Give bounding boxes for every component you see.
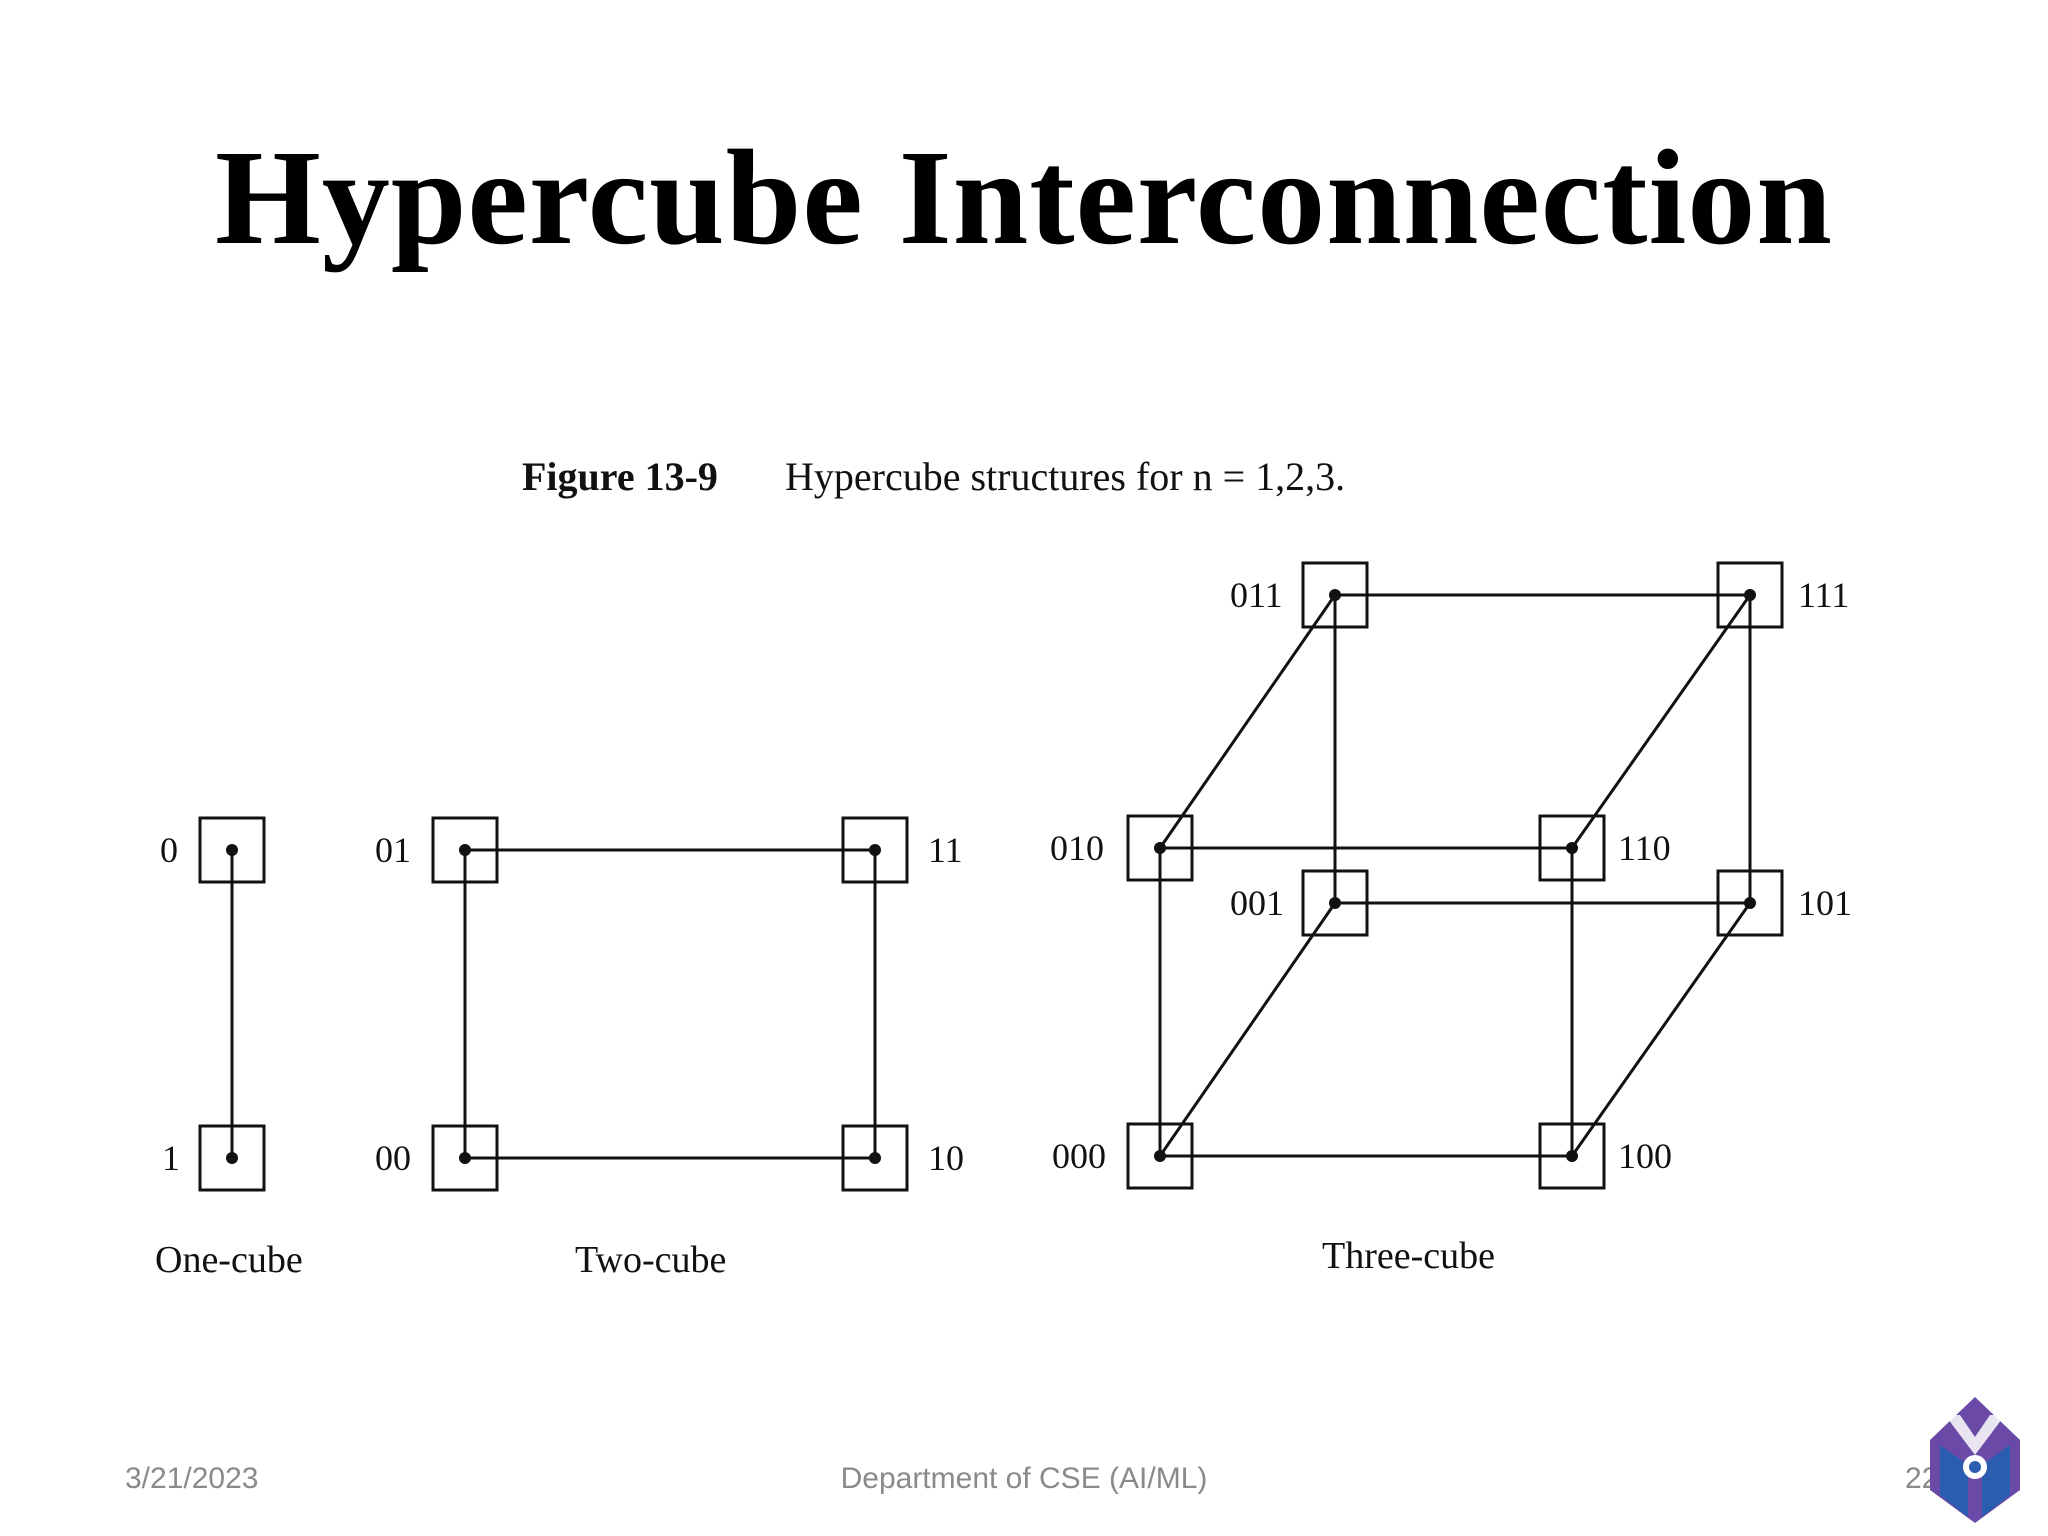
- node-box-00: [431, 1124, 499, 1192]
- node-label-101: 101: [1798, 883, 1852, 923]
- node-label-011: 011: [1230, 575, 1283, 615]
- node-box-110: [1538, 814, 1606, 882]
- node-label-100: 100: [1618, 1136, 1672, 1176]
- slide-title: Hypercube Interconnection: [215, 123, 1833, 273]
- node-dot-110: [1566, 842, 1578, 854]
- node-box-000: [1126, 1122, 1194, 1190]
- institution-logo-icon: [1930, 1397, 2020, 1523]
- node-dot-0: [226, 844, 238, 856]
- node-label-1: 1: [162, 1138, 180, 1178]
- node-dot-10: [869, 1152, 881, 1164]
- node-dot-1: [226, 1152, 238, 1164]
- node-dot-00: [459, 1152, 471, 1164]
- footer-department: Department of CSE (AI/ML): [840, 1462, 1208, 1495]
- hypercube-figure: Figure 13-9 Hypercube structures for n =…: [155, 454, 1852, 1281]
- node-label-010: 010: [1050, 828, 1104, 868]
- node-box-101: [1716, 869, 1784, 937]
- node-box-10: [841, 1124, 909, 1192]
- edge-110-111: [1570, 594, 1752, 849]
- node-dot-111: [1744, 589, 1756, 601]
- node-dot-000: [1154, 1150, 1166, 1162]
- footer-date: 3/21/2023: [125, 1462, 259, 1495]
- node-label-11: 11: [928, 830, 963, 870]
- node-box-11: [841, 816, 909, 884]
- node-dot-001: [1329, 897, 1341, 909]
- cube-label-one: One-cube: [155, 1239, 303, 1281]
- node-box-010: [1126, 814, 1194, 882]
- node-box-01: [431, 816, 499, 884]
- node-box-100: [1538, 1122, 1606, 1190]
- node-box-001: [1301, 869, 1369, 937]
- node-label-111: 111: [1798, 575, 1849, 615]
- node-label-10: 10: [928, 1138, 964, 1178]
- edge-000-001: [1158, 902, 1337, 1157]
- cube-label-three: Three-cube: [1322, 1235, 1495, 1277]
- node-box-111: [1716, 561, 1784, 629]
- node-box-1: [198, 1124, 266, 1192]
- node-dot-101: [1744, 897, 1756, 909]
- node-dot-100: [1566, 1150, 1578, 1162]
- node-dot-010: [1154, 842, 1166, 854]
- node-dot-01: [459, 844, 471, 856]
- node-dot-011: [1329, 589, 1341, 601]
- node-box-0: [198, 816, 266, 884]
- node-label-000: 000: [1052, 1136, 1106, 1176]
- node-dot-11: [869, 844, 881, 856]
- edge-100-101: [1570, 902, 1752, 1157]
- node-label-00: 00: [375, 1138, 411, 1178]
- node-label-001: 001: [1230, 883, 1284, 923]
- node-box-011: [1301, 561, 1369, 629]
- edge-010-011: [1158, 594, 1337, 849]
- cube-label-two: Two-cube: [575, 1239, 726, 1281]
- node-label-01: 01: [375, 830, 411, 870]
- node-label-0: 0: [160, 830, 178, 870]
- figure-caption-text: Hypercube structures for n = 1,2,3.: [785, 454, 1345, 499]
- node-label-110: 110: [1618, 828, 1671, 868]
- figure-caption-label: Figure 13-9: [522, 454, 718, 499]
